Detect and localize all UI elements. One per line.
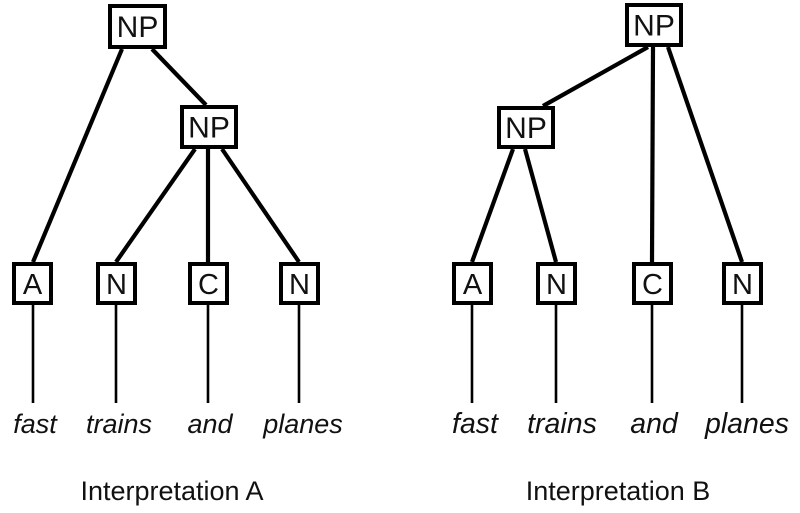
node-label-a-np-inner: NP xyxy=(188,112,230,145)
branch-b-np-inner-to-b-n1 xyxy=(522,148,559,263)
node-label-b-a: A xyxy=(463,269,483,301)
branch-a-np-root-to-a-a xyxy=(31,48,124,263)
branch-a-np-root-to-a-np-inner xyxy=(150,47,208,107)
node-label-b-n2: N xyxy=(732,269,753,301)
node-box-a-c xyxy=(188,262,229,305)
node-a-a[interactable]: A xyxy=(12,262,53,305)
tree-a-word-group: fast trains and planes xyxy=(13,409,343,439)
node-box-a-n2 xyxy=(279,262,320,305)
node-label-b-np-root: NP xyxy=(633,10,675,43)
node-b-a[interactable]: A xyxy=(452,262,493,305)
node-box-b-n2 xyxy=(722,262,763,305)
branch-b-np-root-to-b-n2 xyxy=(666,46,744,263)
branch-b-np-root-to-b-np-inner xyxy=(541,45,650,108)
node-a-np-inner[interactable]: NP xyxy=(180,105,238,149)
node-a-c[interactable]: C xyxy=(188,262,229,305)
node-box-a-np-root xyxy=(108,4,167,49)
node-box-b-c xyxy=(632,262,673,305)
node-a-n1[interactable]: N xyxy=(96,262,137,305)
node-label-b-np-inner: NP xyxy=(505,112,547,145)
node-box-b-a xyxy=(452,262,493,305)
tree-b-stem-group xyxy=(470,305,744,403)
caption-interpretation-a: Interpretation A xyxy=(80,476,263,506)
node-label-a-np-root: NP xyxy=(117,11,159,44)
node-box-b-np-inner xyxy=(497,106,555,149)
node-label-b-n1: N xyxy=(546,269,567,301)
word-b-word-planes: planes xyxy=(704,408,789,440)
caption-interpretation-b: Interpretation B xyxy=(526,476,711,506)
word-a-word-and: and xyxy=(187,409,233,439)
node-b-np-root[interactable]: NP xyxy=(625,3,683,47)
tree-a-branch-group xyxy=(31,47,301,264)
node-a-n2[interactable]: N xyxy=(279,262,320,305)
node-box-b-n1 xyxy=(536,262,577,305)
tree-b-node-group: NP NP A N C N xyxy=(452,3,763,305)
node-label-b-c: C xyxy=(642,269,663,301)
tree-a-node-group: NP NP A N C N xyxy=(12,4,320,305)
node-b-n1[interactable]: N xyxy=(536,262,577,305)
node-a-np-root[interactable]: NP xyxy=(108,4,167,49)
node-label-a-c: C xyxy=(198,269,219,301)
tree-b-branch-group xyxy=(470,45,744,263)
node-b-c[interactable]: C xyxy=(632,262,673,305)
branch-b-np-inner-to-b-a xyxy=(470,148,515,263)
node-b-n2[interactable]: N xyxy=(722,262,763,305)
node-box-b-np-root xyxy=(625,3,683,47)
node-box-a-np-inner xyxy=(180,105,238,149)
node-box-a-n1 xyxy=(96,262,137,305)
word-a-word-fast: fast xyxy=(13,409,58,439)
node-b-np-inner[interactable]: NP xyxy=(497,106,555,149)
word-b-word-fast: fast xyxy=(452,408,499,440)
tree-b-word-group: fast trains and planes xyxy=(452,408,789,440)
node-label-a-a: A xyxy=(23,269,43,301)
node-label-a-n2: N xyxy=(289,269,310,301)
word-a-word-planes: planes xyxy=(262,409,343,439)
node-box-a-a xyxy=(12,262,53,305)
node-label-a-n1: N xyxy=(106,269,127,301)
tree-a-stem-group xyxy=(31,305,301,403)
word-b-word-and: and xyxy=(630,408,679,440)
branch-b-np-root-to-b-c xyxy=(649,46,656,263)
branch-a-np-inner-to-a-n2 xyxy=(220,147,301,264)
word-b-word-trains: trains xyxy=(527,408,597,440)
word-a-word-trains: trains xyxy=(86,409,152,439)
branch-a-np-inner-to-a-n1 xyxy=(114,147,197,264)
caption-group: Interpretation A Interpretation B xyxy=(80,476,710,506)
